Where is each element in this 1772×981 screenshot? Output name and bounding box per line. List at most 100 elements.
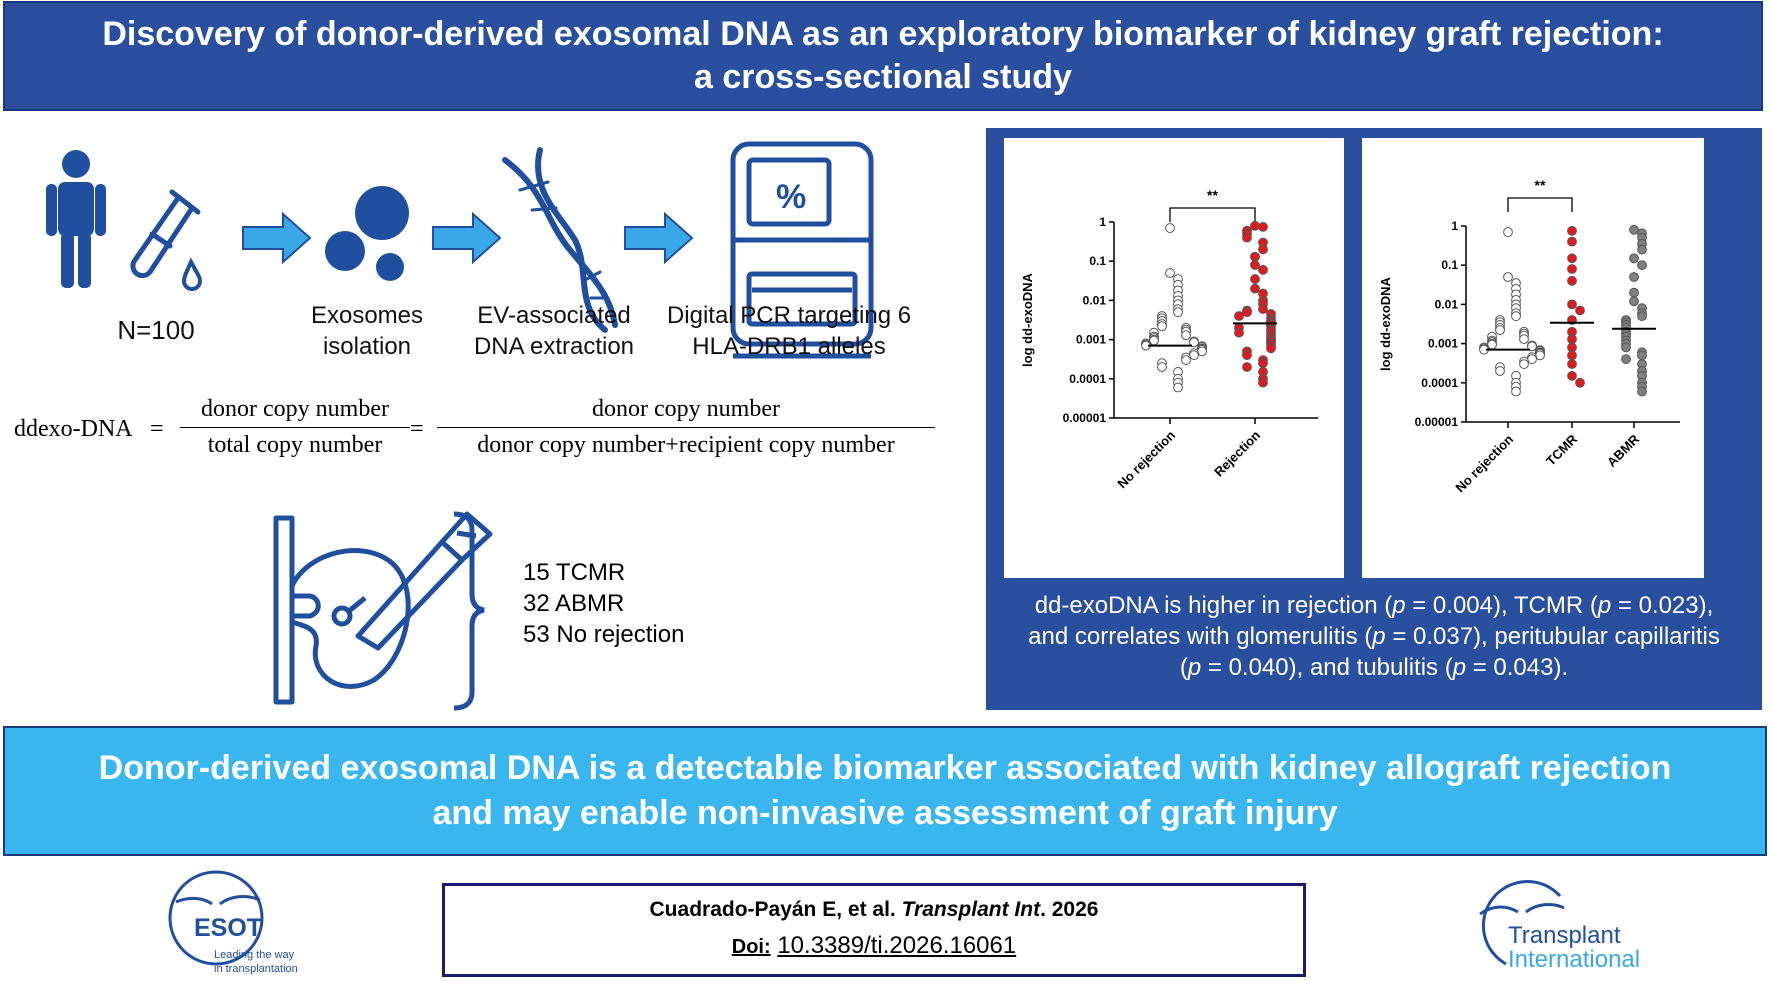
- x-tick-label: TCMR: [1543, 431, 1581, 469]
- formula-fraction-2: donor copy number donor copy number+reci…: [437, 396, 935, 459]
- data-point: [1519, 359, 1529, 369]
- data-point: [1567, 264, 1577, 274]
- data-point: [1242, 232, 1252, 243]
- data-point: [1567, 334, 1577, 345]
- exosomes-icon: [325, 186, 409, 281]
- data-point: [1527, 341, 1537, 352]
- data-point: [1181, 355, 1191, 365]
- x-tick-label: Rejection: [1211, 427, 1263, 479]
- data-point: [1637, 350, 1647, 361]
- person-icon: [46, 150, 106, 288]
- y-tick-label: 0.00001: [1063, 411, 1107, 425]
- fraction-2-numerator: donor copy number: [437, 396, 935, 428]
- arrow-icon: [242, 211, 312, 265]
- data-point: [1503, 227, 1513, 237]
- data-point: [1234, 311, 1244, 321]
- results-text: = 0.040), and tubulitis (: [1201, 654, 1453, 681]
- outcome-no-rejection: 53 No rejection: [523, 621, 685, 648]
- data-point: [1629, 253, 1639, 264]
- doi-link[interactable]: 10.3389/ti.2026.16061: [777, 932, 1017, 959]
- data-point: [1503, 272, 1513, 282]
- x-tick-label: ABMR: [1604, 431, 1643, 470]
- sample-size-label: N=100: [117, 315, 195, 345]
- data-point: [1575, 377, 1585, 388]
- biopsy-diagram: [273, 511, 493, 705]
- significance-bracket: [1507, 197, 1573, 212]
- esot-name: ESOT: [194, 914, 262, 942]
- data-point: [1567, 370, 1577, 381]
- doi-line: Doi: 10.3389/ti.2026.16061: [445, 932, 1303, 960]
- data-point: [1637, 311, 1647, 322]
- y-tick-label: 0.00001: [1415, 415, 1459, 429]
- y-tick-label: 0.0001: [1421, 376, 1458, 390]
- data-point: [1197, 346, 1207, 357]
- data-point: [1487, 339, 1497, 350]
- results-text: = 0.043).: [1466, 654, 1569, 681]
- results-summary: dd-exoDNA is higher in rejection ( p = 0.…: [986, 590, 1762, 683]
- data-point: [1567, 299, 1577, 310]
- data-point: [1258, 304, 1268, 314]
- data-point: [1189, 337, 1199, 348]
- svg-text:%: %: [776, 178, 806, 216]
- y-tick-label: 0.001: [1076, 333, 1106, 347]
- dna-icon: [502, 147, 618, 333]
- p-symbol: p: [1597, 592, 1612, 619]
- data-point: [1575, 305, 1585, 316]
- data-point: [1629, 272, 1639, 282]
- p-symbol: p: [1372, 623, 1386, 650]
- y-tick-label: 0.001: [1428, 337, 1458, 351]
- p-symbol: p: [1452, 654, 1467, 681]
- data-point: [1266, 343, 1276, 354]
- results-text: dd-exoDNA is higher in rejection (: [1034, 592, 1393, 619]
- data-point: [1637, 386, 1647, 397]
- data-point: [1621, 342, 1631, 353]
- results-text: = 0.004), TCMR (: [1405, 592, 1598, 619]
- title-banner: Discovery of donor-derived exosomal DNA …: [3, 1, 1763, 111]
- data-point: [1511, 311, 1521, 322]
- data-point: [1173, 382, 1183, 393]
- step-dpcr-label: Digital PCR targeting 6 HLA-DRB1 alleles: [666, 302, 912, 360]
- results-text: = 0.023),: [1611, 592, 1714, 619]
- data-point: [1567, 350, 1577, 361]
- data-point: [1250, 274, 1260, 284]
- data-point: [1189, 350, 1199, 361]
- data-point: [1250, 251, 1260, 262]
- data-point: [1629, 287, 1639, 298]
- drop-icon: [181, 257, 203, 291]
- data-point: [1567, 275, 1577, 286]
- significance-label: **: [1535, 177, 1546, 193]
- data-point: [1567, 236, 1577, 247]
- conclusion-banner: Donor-derived exosomal DNA is a detectab…: [3, 726, 1767, 856]
- formula-equals-2: =: [410, 416, 424, 442]
- results-text: (: [1179, 654, 1188, 681]
- y-tick-label: 0.1: [1089, 254, 1106, 268]
- y-tick-label: 0.0001: [1069, 372, 1106, 386]
- page-title: Discovery of donor-derived exosomal DNA …: [102, 15, 1664, 96]
- x-tick-label: No rejection: [1452, 431, 1516, 495]
- data-point: [1258, 377, 1268, 388]
- citation-authors: Cuadrado-Payán E, et al.: [649, 898, 896, 921]
- kidney-biopsy-icon: [273, 511, 493, 705]
- data-point: [1250, 220, 1260, 231]
- citation-box: Cuadrado-Payán E, et al. Transplant Int.…: [442, 883, 1306, 977]
- data-point: [1242, 350, 1252, 361]
- citation-line: Cuadrado-Payán E, et al. Transplant Int.…: [445, 898, 1303, 922]
- data-point: [1258, 264, 1268, 275]
- pcr-machine-icon: %: [730, 141, 874, 359]
- data-point: [1629, 296, 1639, 307]
- data-point: [1242, 307, 1252, 318]
- fraction-1-denominator: total copy number: [207, 432, 383, 458]
- step-dna-extraction-label: EV-associated DNA extraction: [473, 302, 635, 360]
- data-point: [1567, 225, 1577, 236]
- data-point: [1637, 244, 1647, 255]
- formula-equals-1: =: [150, 416, 164, 442]
- y-tick-label: 0.01: [1083, 293, 1107, 307]
- data-point: [1173, 307, 1183, 318]
- data-point: [1250, 283, 1260, 294]
- y-axis-label: log dd-exoDNA: [1020, 272, 1035, 366]
- fraction-1-numerator: donor copy number: [180, 396, 410, 428]
